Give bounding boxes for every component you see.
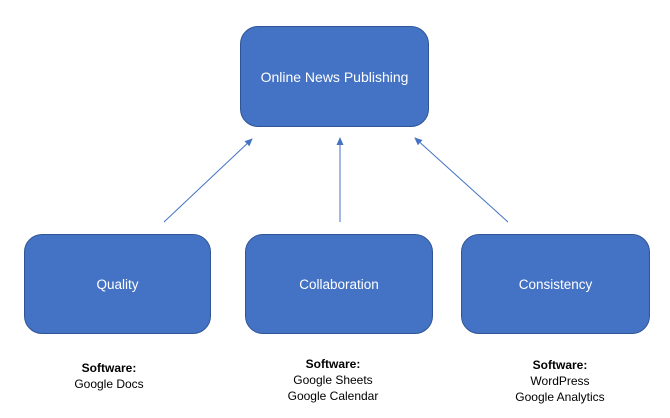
node-label: Quality xyxy=(96,276,139,292)
software-heading: Software: xyxy=(532,358,588,372)
node-label: Collaboration xyxy=(299,276,379,292)
software-list-quality: Software: Google Docs xyxy=(44,360,174,392)
software-item: Google Analytics xyxy=(515,390,605,404)
node-quality: Quality xyxy=(24,234,211,334)
node-consistency: Consistency xyxy=(461,234,650,334)
software-list-consistency: Software: WordPress Google Analytics xyxy=(490,357,630,405)
software-heading: Software: xyxy=(81,361,137,375)
software-list-collaboration: Software: Google Sheets Google Calendar xyxy=(268,356,398,404)
arrow-consistency-to-top xyxy=(414,137,509,223)
arrow-quality-to-top xyxy=(163,138,253,223)
software-item: Google Calendar xyxy=(287,389,379,403)
software-heading: Software: xyxy=(305,357,361,371)
software-item: WordPress xyxy=(530,374,590,388)
node-label: Consistency xyxy=(518,276,593,292)
node-label: Online News Publishing xyxy=(260,68,409,85)
software-item: Google Docs xyxy=(74,377,144,391)
node-online-news-publishing: Online News Publishing xyxy=(240,26,429,127)
software-item: Google Sheets xyxy=(293,373,373,387)
node-collaboration: Collaboration xyxy=(245,234,433,334)
